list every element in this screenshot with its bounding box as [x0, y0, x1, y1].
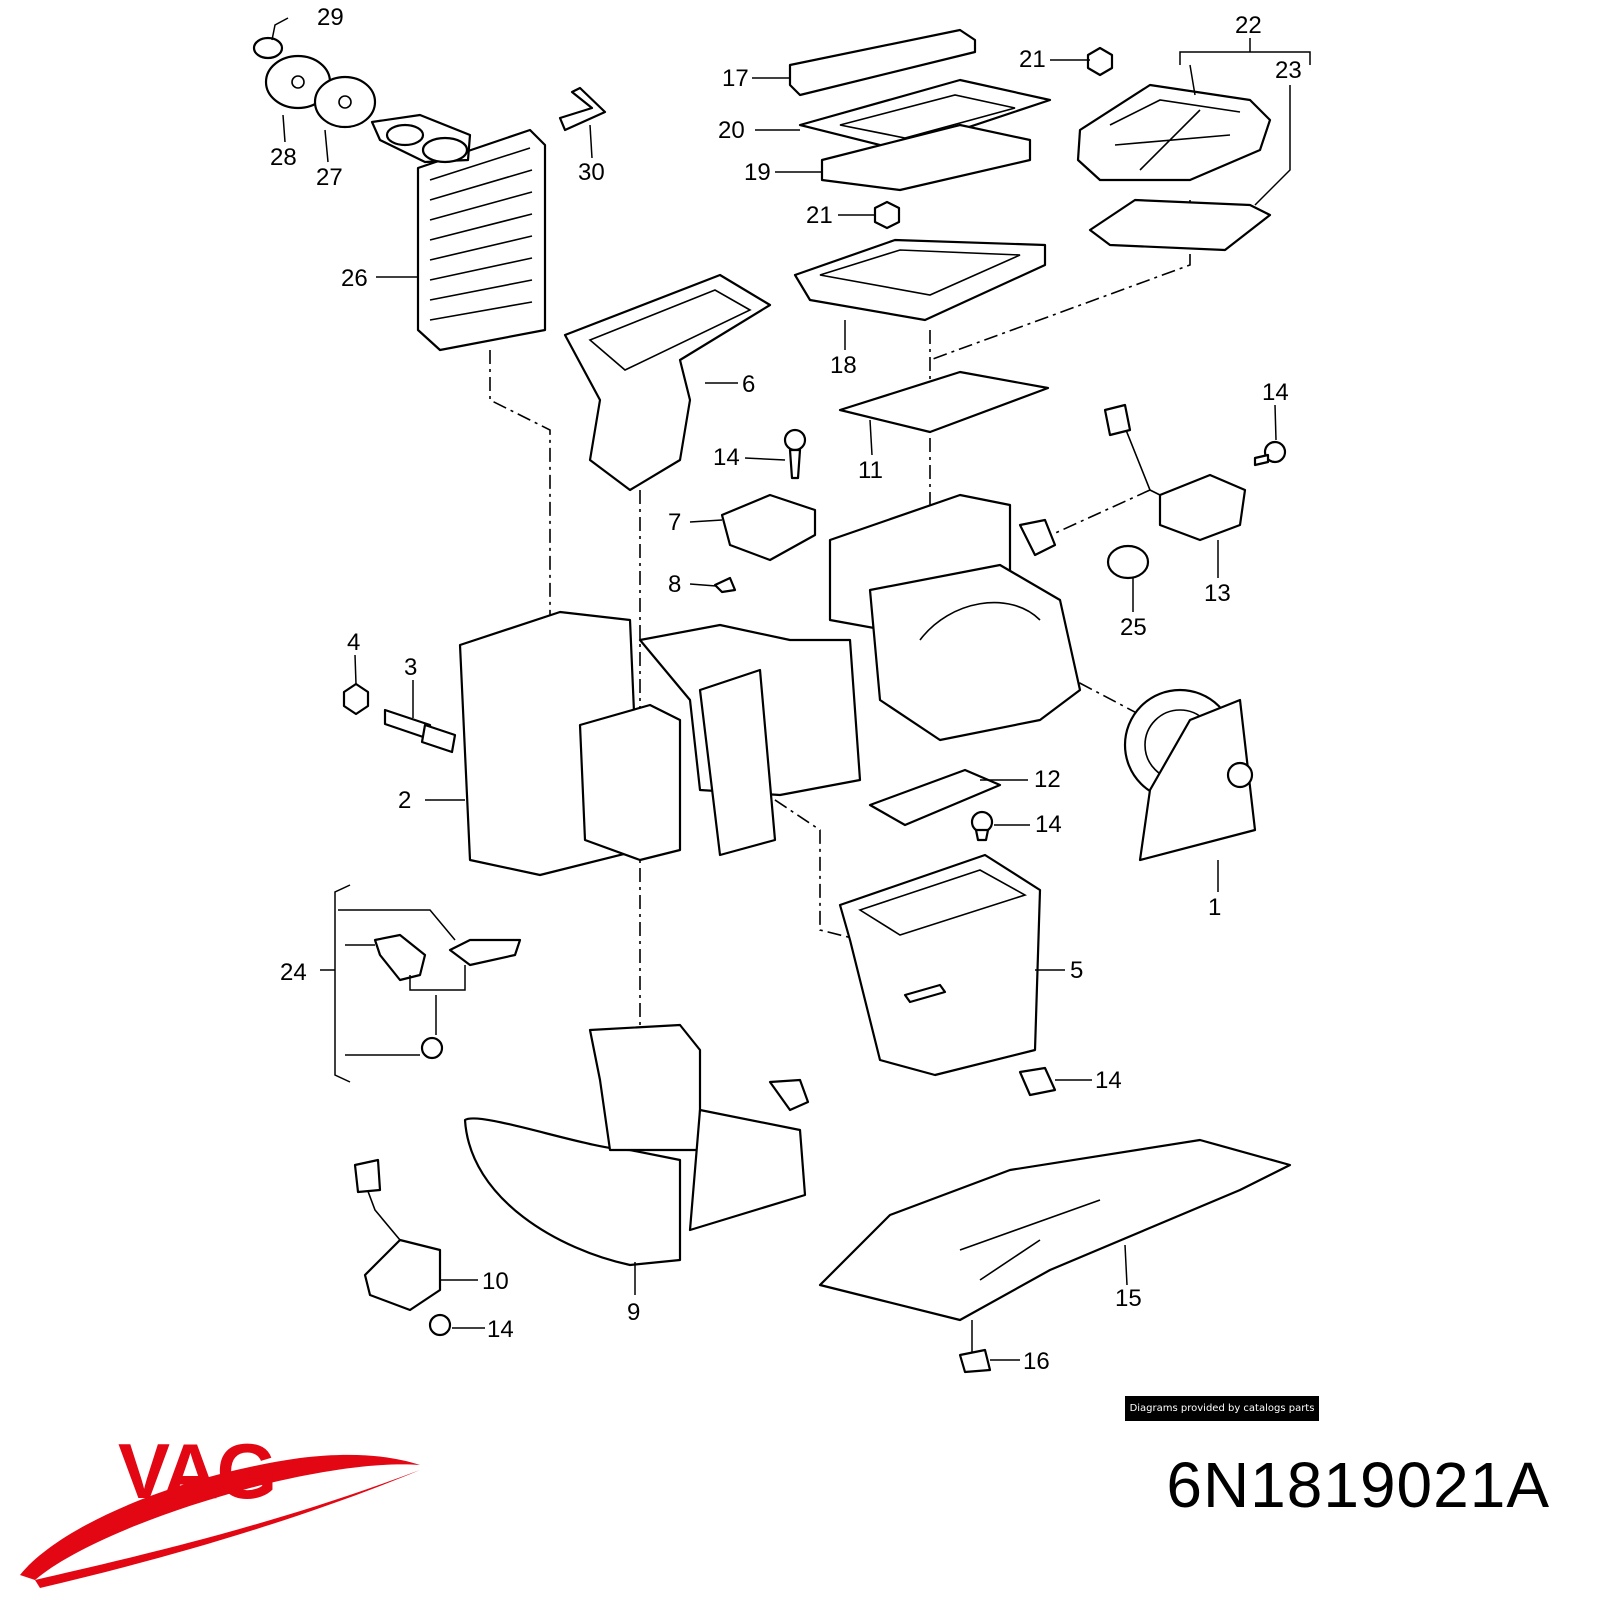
callout-7: 7: [668, 509, 681, 536]
callout-18: 18: [830, 352, 857, 379]
callout-25: 25: [1120, 614, 1147, 641]
callout-23: 23: [1275, 57, 1302, 84]
screw-part: [783, 428, 807, 480]
callout-24: 24: [280, 959, 307, 986]
callout-22: 22: [1235, 12, 1262, 39]
callout-20: 20: [718, 117, 745, 144]
callout-labels: 1 2 3 4 5 6 7 8 9 10 11 12 13 14 14 14 1…: [270, 4, 1302, 1375]
actuator-part: [1103, 403, 1287, 542]
heater-core-part: [370, 113, 547, 352]
logo-swoosh-tail: [35, 1470, 420, 1588]
callout-21: 21: [806, 202, 833, 229]
plate-part: [868, 768, 1002, 842]
callout-2: 2: [398, 787, 411, 814]
grommet-part: [1106, 544, 1150, 580]
callout-11: 11: [858, 457, 883, 484]
callout-3: 3: [404, 654, 417, 681]
callout-19: 19: [744, 159, 771, 186]
callout-29: 29: [317, 4, 344, 31]
logo-wordmark: VAG: [118, 1427, 275, 1515]
callout-6: 6: [742, 371, 755, 398]
footwell-duct-part: [463, 1023, 810, 1267]
floor-panel-part: [818, 1138, 1292, 1374]
lower-housing-part: [838, 853, 1057, 1097]
vag-logo: VAG: [20, 1427, 420, 1588]
callout-21: 21: [1019, 46, 1046, 73]
callout-4: 4: [347, 629, 360, 656]
callout-28: 28: [270, 144, 297, 171]
callout-14: 14: [1035, 811, 1062, 838]
housing-part: [458, 493, 1082, 877]
callout-12: 12: [1034, 766, 1061, 793]
callout-30: 30: [578, 159, 605, 186]
blower-motor-part: [1123, 688, 1257, 862]
frame-part: [793, 238, 1050, 434]
leader-lines: [271, 17, 1311, 1361]
callout-26: 26: [341, 265, 368, 292]
callout-14: 14: [1262, 379, 1289, 406]
callout-10: 10: [482, 1268, 509, 1295]
callout-9: 9: [627, 1299, 640, 1326]
flap-actuator-part: [353, 1158, 452, 1337]
cover-part: [1076, 83, 1272, 252]
callout-16: 16: [1023, 1348, 1050, 1375]
callout-15: 15: [1115, 1285, 1142, 1312]
callout-14: 14: [487, 1316, 514, 1343]
callout-14: 14: [713, 444, 740, 471]
callout-1: 1: [1208, 894, 1221, 921]
duct-part: [563, 273, 772, 492]
callout-5: 5: [1070, 957, 1083, 984]
callout-27: 27: [316, 164, 343, 191]
callout-8: 8: [668, 571, 681, 598]
credit-badge: Diagrams provided by catalogs parts: [1125, 1396, 1319, 1421]
clip-part: [713, 576, 737, 594]
bracket-part: [558, 86, 607, 132]
nut-parts: [873, 46, 1114, 230]
gasket-parts: [252, 36, 377, 129]
callout-13: 13: [1204, 580, 1231, 607]
filter-stack-part: [788, 28, 1052, 192]
bolt-parts: [342, 682, 457, 754]
part-number: 6N1819021A: [1166, 1449, 1550, 1521]
callout-14: 14: [1095, 1067, 1122, 1094]
logo-swoosh: [20, 1454, 420, 1580]
resistor-part: [720, 493, 817, 562]
lever-parts: [373, 933, 522, 1060]
callout-17: 17: [722, 65, 749, 92]
